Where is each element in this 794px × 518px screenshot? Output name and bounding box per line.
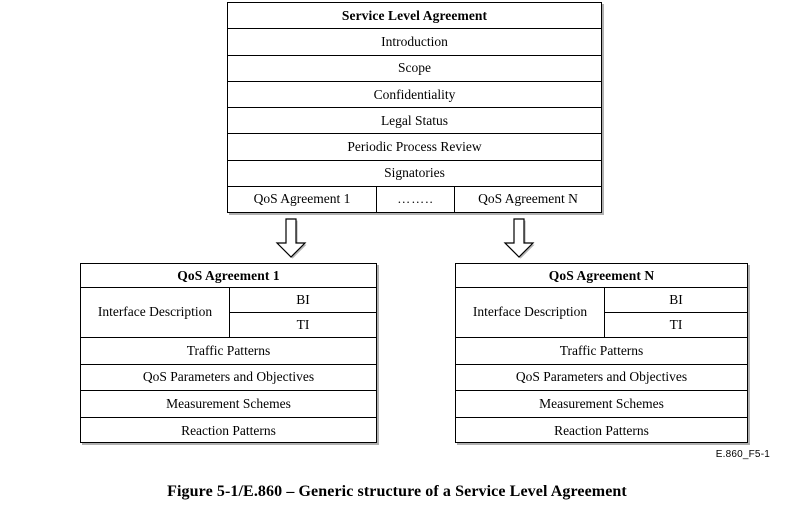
sla-cell-qos-agreement-n: QoS Agreement N: [478, 191, 578, 207]
qosn-cell-parameters-objectives: QoS Parameters and Objectives: [515, 369, 688, 385]
qos1-cell-reaction-patterns: Reaction Patterns: [181, 422, 276, 438]
qosn-interface-bi: BI: [605, 288, 747, 313]
qosn-cell-reaction-patterns: Reaction Patterns: [554, 422, 649, 438]
qosn-cell-measurement-schemes: Measurement Schemes: [539, 395, 664, 411]
sla-row-confidentiality: Confidentiality: [228, 82, 601, 108]
qosn-interface-description-label: Interface Description: [456, 288, 605, 337]
qosn-interface-sub-column: BI TI: [605, 288, 747, 337]
service-level-agreement-table: Service Level Agreement Introduction Sco…: [227, 2, 602, 213]
qos1-row-reaction-patterns: Reaction Patterns: [81, 418, 376, 445]
sla-row-scope: Scope: [228, 56, 601, 82]
qos1-interface-bi: BI: [230, 288, 376, 313]
qos1-interface-description-label: Interface Description: [81, 288, 230, 337]
qos1-interface-ti: TI: [296, 316, 310, 332]
sla-cell-periodic-process-review: Periodic Process Review: [347, 139, 482, 155]
sla-cell-confidentiality: Confidentiality: [373, 86, 456, 102]
sla-row-legal-status: Legal Status: [228, 108, 601, 135]
sla-row-signatories: Signatories: [228, 161, 601, 187]
qos1-cell-measurement-schemes: Measurement Schemes: [166, 395, 291, 411]
sla-row-qos-agreements: QoS Agreement 1 …….. QoS Agreement N: [228, 186, 601, 212]
qos-agreement-n-table: QoS Agreement N Interface Description BI…: [455, 263, 748, 443]
qos1-cell-traffic-patterns: Traffic Patterns: [186, 342, 271, 358]
qosn-row-parameters-objectives: QoS Parameters and Objectives: [456, 365, 747, 391]
down-arrow-icon-left: [274, 216, 308, 260]
sla-title-row: Service Level Agreement: [228, 3, 601, 30]
sla-cell-signatories: Signatories: [384, 165, 445, 181]
sla-cell-qos-agreement-1: QoS Agreement 1: [228, 186, 377, 212]
qos1-interface-sub-column: BI TI: [230, 288, 376, 337]
qosn-interface-row: Interface Description BI TI: [456, 288, 747, 338]
qos-agreement-1-table: QoS Agreement 1 Interface Description BI…: [80, 263, 377, 443]
sla-row-periodic-process-review: Periodic Process Review: [228, 134, 601, 161]
qos1-row-measurement-schemes: Measurement Schemes: [81, 391, 376, 418]
qosn-title-row: QoS Agreement N: [456, 264, 747, 288]
figure-id-label: E.860_F5-1: [715, 449, 770, 460]
sla-title: Service Level Agreement: [341, 7, 488, 23]
qos1-row-traffic-patterns: Traffic Patterns: [81, 338, 376, 365]
qos1-interface-row: Interface Description BI TI: [81, 288, 376, 338]
qos1-cell-parameters-objectives: QoS Parameters and Objectives: [142, 369, 315, 385]
sla-row-introduction: Introduction: [228, 29, 601, 56]
qosn-row-traffic-patterns: Traffic Patterns: [456, 338, 747, 365]
sla-cell-introduction: Introduction: [381, 34, 448, 50]
sla-cell-ellipsis: ……..: [377, 186, 455, 212]
qosn-interface-ti: TI: [669, 316, 683, 332]
sla-cell-scope: Scope: [398, 60, 431, 76]
sla-cell-legal-status: Legal Status: [380, 112, 449, 128]
qos1-title: QoS Agreement 1: [177, 267, 280, 283]
qosn-cell-traffic-patterns: Traffic Patterns: [559, 342, 644, 358]
figure-caption: Figure 5-1/E.860 – Generic structure of …: [167, 483, 627, 500]
qos1-title-row: QoS Agreement 1: [81, 264, 376, 288]
qosn-row-reaction-patterns: Reaction Patterns: [456, 418, 747, 445]
qosn-title: QoS Agreement N: [548, 267, 655, 283]
down-arrow-icon-right: [502, 216, 536, 260]
qos1-row-parameters-objectives: QoS Parameters and Objectives: [81, 365, 376, 391]
qosn-row-measurement-schemes: Measurement Schemes: [456, 391, 747, 418]
